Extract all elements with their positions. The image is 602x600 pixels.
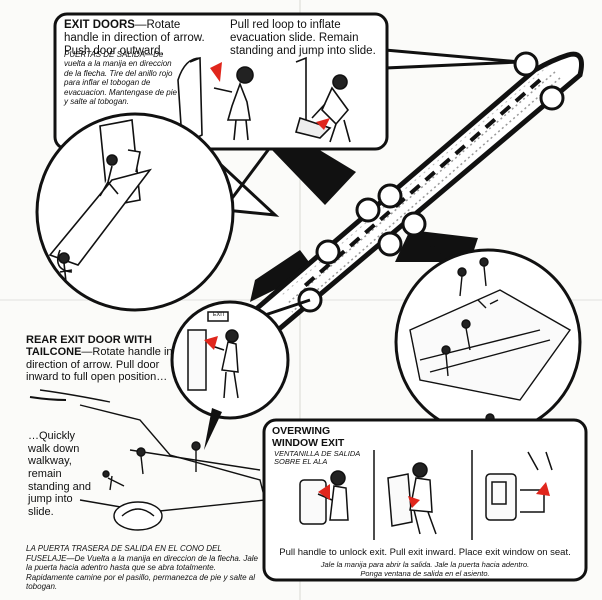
exit-doors-heading: EXIT DOORS (64, 19, 135, 31)
overwing-spanish-line1: Jale la manija para abrir la salida. Jal… (320, 560, 530, 569)
rear-exit-figures (187, 311, 239, 399)
overwing-spanish-heading: VENTANILLA DE SALIDA SOBRE EL ALA (274, 449, 361, 467)
exit-doors-slide-instruction: Pull red loop to inflate evacuation slid… (230, 19, 376, 57)
tailcone-illustration (29, 389, 266, 531)
rear-exit-spanish-heading: LA PUERTA TRASERA DE SALIDA EN EL CONO D… (26, 544, 222, 563)
overwing-heading: OVERWING WINDOW EXIT (272, 425, 345, 449)
rear-exit-heading: REAR EXIT DOOR WITH TAILCONE (26, 334, 152, 359)
rear-exit-instruction-block: REAR EXIT DOOR WITH TAILCONE—Rotate hand… (26, 334, 176, 383)
slide-circle (35, 112, 235, 312)
red-arrow-overwing-2 (408, 496, 420, 508)
overwing-illustration (409, 257, 572, 433)
rear-exit-instruction: —Rotate handle in direction of arrow. Pu… (26, 346, 173, 383)
exit-doors-instruction: —Rotate handle in direction of arrow. Pu… (64, 19, 205, 57)
overwing-spanish-line2: Ponga ventana de salida en el asiento. (360, 569, 490, 578)
rear-exit-spanish: —De Vuelta a la manija en direccion de l… (26, 553, 258, 592)
red-arrow-rear-door (204, 336, 218, 350)
red-arrow-overwing-1 (318, 484, 330, 500)
exit-doors-callout-tail (383, 48, 521, 70)
red-arrow-exit-door-2 (316, 118, 330, 130)
overwing-instruction: Pull handle to unlock exit. Pull exit in… (279, 547, 571, 558)
rear-exit-sign: EXIT (212, 312, 226, 318)
overwing-window-figures (299, 451, 553, 535)
exit-doors-spanish: PUERTAS DE SALIDA—De vuelta a la manija … (64, 50, 177, 107)
exit-doors-instruction-block: EXIT DOORS—Rotate handle in direction of… (64, 19, 214, 58)
rear-exit-spanish-block: LA PUERTA TRASERA DE SALIDA EN EL CONO D… (26, 544, 262, 592)
rear-exit-walkway: …Quickly walk down walkway, remain stand… (28, 430, 91, 518)
rear-exit-callout-tail (204, 408, 222, 450)
red-arrow-overwing-3 (536, 482, 550, 496)
red-arrow-exit-door-1 (210, 62, 222, 82)
slide-illustration (48, 119, 153, 283)
exit-markers (297, 51, 565, 313)
